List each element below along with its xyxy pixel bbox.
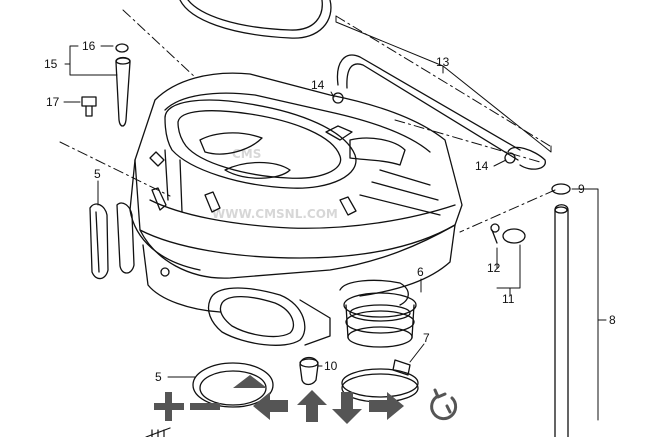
callout-8: 8 xyxy=(609,313,616,327)
pan-up-button[interactable] xyxy=(297,390,327,422)
top-gasket-fragment xyxy=(179,0,332,39)
pan-left-button[interactable] xyxy=(253,392,288,420)
washer xyxy=(551,183,571,195)
plus-icon xyxy=(154,392,184,421)
arrow-up-icon xyxy=(297,390,327,422)
leader-lines xyxy=(59,9,556,233)
minus-icon xyxy=(190,403,220,410)
reset-view-button[interactable] xyxy=(430,388,458,421)
callout-17: 17 xyxy=(46,95,60,109)
callout-12: 12 xyxy=(487,261,501,275)
arrow-down-icon xyxy=(332,392,362,424)
callout-11: 11 xyxy=(502,292,515,306)
drain-cap xyxy=(299,356,319,386)
zoom-out-button[interactable] xyxy=(190,403,220,410)
reset-icon xyxy=(430,388,458,421)
intake-boot xyxy=(343,292,417,348)
diagram-toolbar xyxy=(154,375,458,424)
hose-clip xyxy=(490,223,526,244)
breather-pipe xyxy=(115,43,131,127)
callout-9: 9 xyxy=(578,182,585,196)
watermark-site: WWW.CMSNL.COM xyxy=(212,207,338,221)
callout-labels: 16 15 17 5 14 13 14 9 12 11 6 8 7 10 5 xyxy=(44,39,616,384)
seal-ring-side xyxy=(89,202,135,280)
arrow-left-icon xyxy=(253,392,288,420)
callout-14-right: 14 xyxy=(475,159,489,173)
callout-16: 16 xyxy=(82,39,96,53)
watermark: CMS WWW.CMSNL.COM xyxy=(212,147,338,221)
pan-up-button-top[interactable] xyxy=(233,375,267,388)
callout-6: 6 xyxy=(417,265,424,279)
pan-right-button[interactable] xyxy=(369,392,404,420)
arrow-up-icon xyxy=(233,375,267,388)
callout-7: 7 xyxy=(423,331,430,345)
hose-clamp xyxy=(341,359,419,403)
edge-hatch xyxy=(145,427,171,438)
breather-hose xyxy=(332,54,546,170)
callout-14-top: 14 xyxy=(311,78,325,92)
callout-15: 15 xyxy=(44,57,58,71)
callout-leaders xyxy=(63,15,607,421)
callout-5-bottom: 5 xyxy=(155,370,162,384)
arrow-right-icon xyxy=(369,392,404,420)
callout-5-side: 5 xyxy=(94,167,101,181)
screw xyxy=(81,96,97,117)
zoom-in-button[interactable] xyxy=(154,392,184,421)
drain-tube xyxy=(554,204,569,438)
callout-10: 10 xyxy=(324,359,338,373)
watermark-brand: CMS xyxy=(232,147,261,161)
pan-down-button[interactable] xyxy=(332,392,362,424)
callout-13: 13 xyxy=(436,55,450,69)
